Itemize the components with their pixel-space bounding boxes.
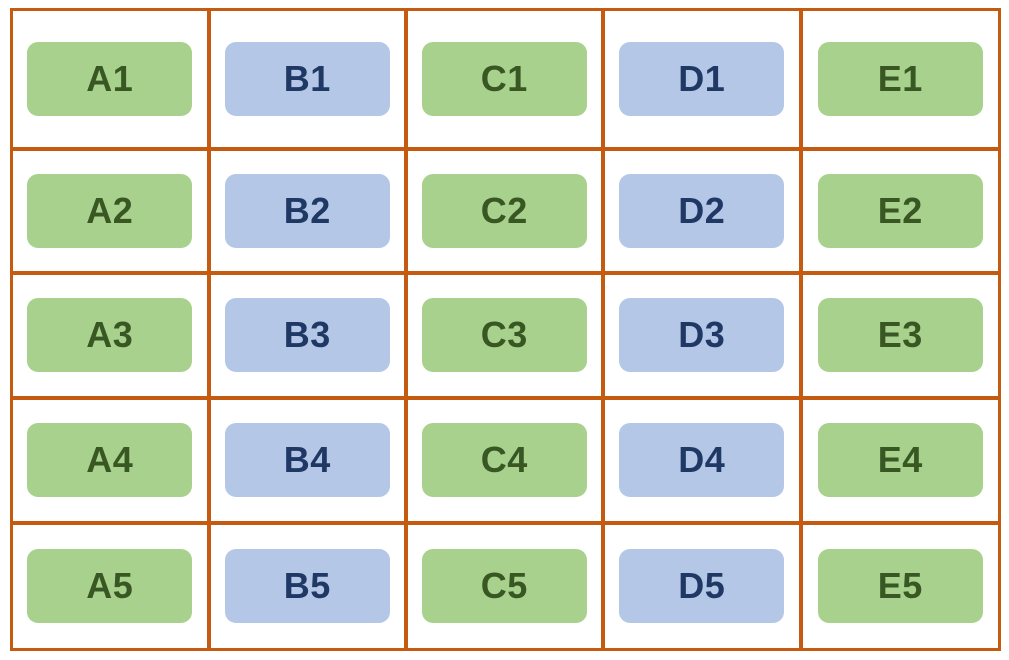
cell-label-b4: B4 [224, 423, 390, 498]
grid-cell: C2 [405, 148, 604, 274]
grid-cell: B1 [208, 8, 407, 150]
grid-cell: E3 [800, 272, 1001, 399]
grid-cell: D4 [602, 397, 802, 524]
cell-label-c2: C2 [421, 173, 587, 248]
cell-label-c1: C1 [421, 41, 587, 116]
cell-label-b1: B1 [224, 41, 390, 116]
grid-cell: D3 [602, 272, 802, 399]
cell-label-d1: D1 [619, 41, 785, 116]
grid-cell: A1 [10, 8, 210, 150]
grid-cell: A5 [10, 522, 210, 651]
cell-label-e3: E3 [817, 298, 983, 373]
cell-label-a1: A1 [27, 41, 193, 116]
grid-cell: B3 [208, 272, 407, 399]
grid-cell: E5 [800, 522, 1001, 651]
cell-label-d5: D5 [619, 549, 785, 624]
grid-cell: A4 [10, 397, 210, 524]
grid-cell: E4 [800, 397, 1001, 524]
grid-cell: C1 [405, 8, 604, 150]
cell-label-a4: A4 [27, 423, 193, 498]
cell-label-c4: C4 [421, 423, 587, 498]
grid-cell: E1 [800, 8, 1001, 150]
cell-label-d4: D4 [619, 423, 785, 498]
grid-cell: E2 [800, 148, 1001, 274]
grid-cell: B2 [208, 148, 407, 274]
cell-label-e5: E5 [817, 549, 983, 624]
grid-cell: B5 [208, 522, 407, 651]
grid-cell: C5 [405, 522, 604, 651]
cell-label-b2: B2 [224, 173, 390, 248]
grid-cell: A3 [10, 272, 210, 399]
grid-cell: D2 [602, 148, 802, 274]
cell-label-c3: C3 [421, 298, 587, 373]
cell-label-d2: D2 [619, 173, 785, 248]
grid-cell: C3 [405, 272, 604, 399]
cell-label-e2: E2 [817, 173, 983, 248]
cell-label-a2: A2 [27, 173, 193, 248]
grid-cell: D1 [602, 8, 802, 150]
cell-label-d3: D3 [619, 298, 785, 373]
cell-label-b5: B5 [224, 549, 390, 624]
grid-cell: A2 [10, 148, 210, 274]
cell-label-e1: E1 [817, 41, 983, 116]
grid-cell: C4 [405, 397, 604, 524]
cell-label-b3: B3 [224, 298, 390, 373]
grid-cell: D5 [602, 522, 802, 651]
cell-label-a5: A5 [27, 549, 193, 624]
grid-cell: B4 [208, 397, 407, 524]
cell-label-c5: C5 [421, 549, 587, 624]
cell-label-e4: E4 [817, 423, 983, 498]
cell-label-a3: A3 [27, 298, 193, 373]
